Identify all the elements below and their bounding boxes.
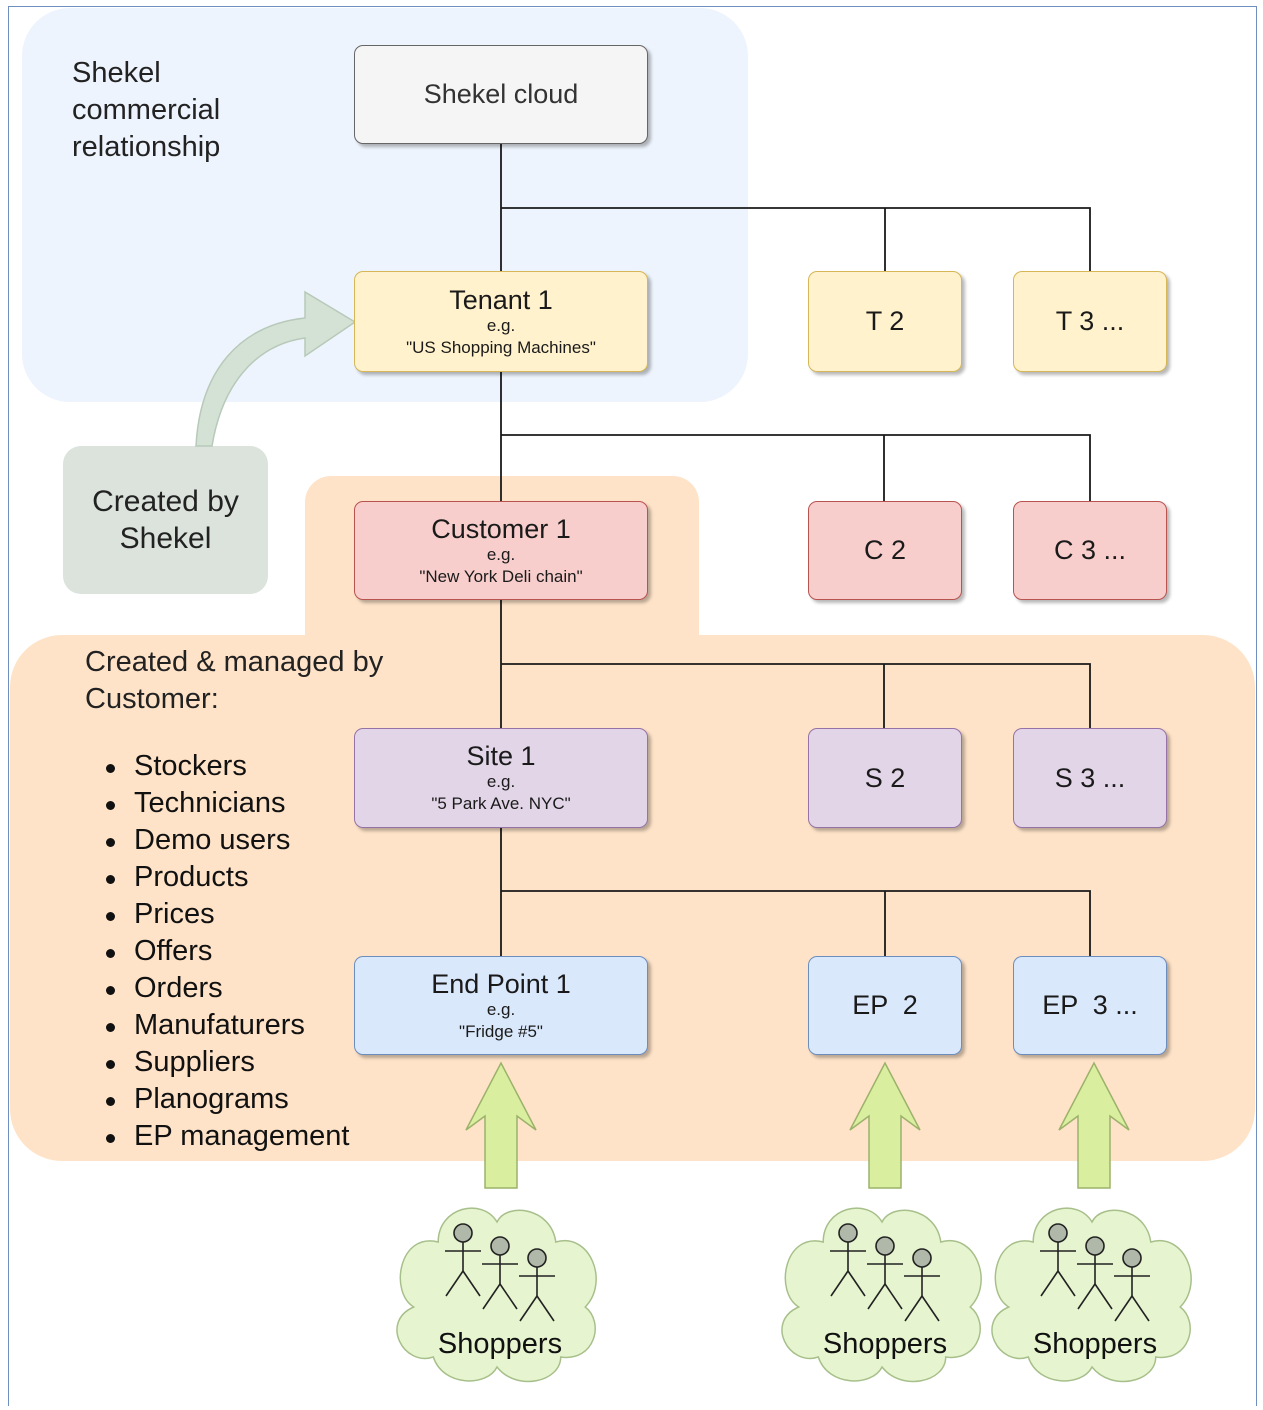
- site-3-node: S 3 ...: [1013, 728, 1167, 828]
- endpoint-1-example: "Fridge #5": [459, 1021, 543, 1041]
- list-item: Products: [104, 859, 350, 896]
- created-by-shekel-note: Created by Shekel: [63, 446, 268, 594]
- customer-1-example: "New York Deli chain": [419, 566, 583, 586]
- managed-items-list: Stockers Technicians Demo users Products…: [104, 748, 350, 1155]
- tenant-1-node: Tenant 1 e.g. "US Shopping Machines": [354, 271, 648, 372]
- curved-arrow: [195, 290, 357, 447]
- endpoint-3-label: EP 3 ...: [1042, 990, 1138, 1020]
- endpoint-1-eg: e.g.: [486, 999, 516, 1019]
- shekel-cloud-node: Shekel cloud: [354, 45, 648, 144]
- up-arrow-1: [465, 1061, 537, 1189]
- endpoint-3-node: EP 3 ...: [1013, 956, 1167, 1055]
- customer-2-node: C 2: [808, 501, 962, 600]
- list-item: Planograms: [104, 1081, 350, 1118]
- shoppers-label: Shoppers: [437, 1328, 563, 1360]
- list-item: EP management: [104, 1118, 350, 1155]
- customer-3-label: C 3 ...: [1053, 535, 1127, 565]
- customer-2-label: C 2: [863, 535, 907, 565]
- up-arrow-2: [849, 1061, 921, 1189]
- tenant-2-node: T 2: [808, 271, 962, 372]
- list-item: Demo users: [104, 822, 350, 859]
- site-1-node: Site 1 e.g. "5 Park Ave. NYC": [354, 728, 648, 828]
- list-item: Offers: [104, 933, 350, 970]
- tenant-1-eg: e.g.: [486, 315, 516, 335]
- up-arrow-3: [1058, 1061, 1130, 1189]
- list-item: Orders: [104, 970, 350, 1007]
- site-1-title: Site 1: [466, 741, 536, 771]
- list-item: Manufaturers: [104, 1007, 350, 1044]
- created-by-shekel-text: Created by Shekel: [92, 485, 239, 555]
- tenant-3-node: T 3 ...: [1013, 271, 1167, 372]
- endpoint-1-title: End Point 1: [431, 968, 571, 999]
- site-1-example: "5 Park Ave. NYC": [431, 794, 571, 813]
- endpoint-2-label: EP 2: [852, 990, 918, 1020]
- shekel-cloud-label: Shekel cloud: [423, 79, 579, 109]
- created-managed-label: Created & managed by Customer:: [85, 646, 384, 715]
- site-2-label: S 2: [864, 762, 906, 793]
- customer-1-node: Customer 1 e.g. "New York Deli chain": [354, 501, 648, 600]
- endpoint-2-node: EP 2: [808, 956, 962, 1055]
- diagram-frame: [8, 6, 1257, 1406]
- tenant-1-example: "US Shopping Machines": [406, 337, 596, 357]
- tenant-2-label: T 2: [865, 306, 905, 336]
- list-item: Prices: [104, 896, 350, 933]
- shoppers-label: Shoppers: [1032, 1328, 1158, 1360]
- site-2-node: S 2: [808, 728, 962, 828]
- list-item: Suppliers: [104, 1044, 350, 1081]
- shoppers-label: Shoppers: [822, 1328, 948, 1360]
- list-item: Technicians: [104, 785, 350, 822]
- site-3-label: S 3 ...: [1054, 762, 1126, 793]
- customer-1-title: Customer 1: [431, 513, 571, 544]
- tenant-3-label: T 3 ...: [1055, 306, 1125, 336]
- endpoint-1-node: End Point 1 e.g. "Fridge #5": [354, 956, 648, 1055]
- tenant-1-title: Tenant 1: [449, 284, 553, 315]
- commercial-relationship-label: Shekel commercial relationship: [72, 57, 221, 163]
- customer-managed-region: [10, 635, 1255, 1161]
- customer-1-eg: e.g.: [486, 544, 516, 564]
- site-1-eg: e.g.: [486, 772, 516, 791]
- connector-lines: [500, 144, 1091, 956]
- list-item: Stockers: [104, 748, 350, 785]
- customer-3-node: C 3 ...: [1013, 501, 1167, 600]
